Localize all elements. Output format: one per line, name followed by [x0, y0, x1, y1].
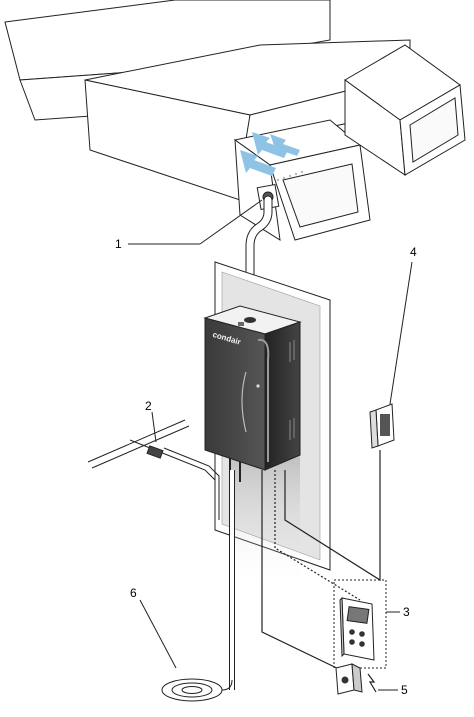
callout-4: 4 — [410, 245, 417, 259]
unit-side — [264, 321, 301, 471]
humidistat-display — [380, 414, 390, 436]
callout-6: 6 — [130, 586, 137, 600]
duct-branch-end-inner — [409, 97, 459, 163]
controller-button-icon — [349, 639, 355, 645]
water-valve — [146, 445, 164, 459]
power-switch — [335, 663, 377, 695]
airflow-arrow-icon — [270, 134, 300, 156]
leader-4 — [389, 261, 413, 405]
control-wiring — [261, 450, 381, 673]
duct-open-end-inner — [282, 163, 359, 228]
airflow-arrows — [240, 132, 300, 176]
controller-button-icon — [359, 641, 365, 647]
controller-screen — [346, 606, 370, 624]
air-duct — [4, 0, 466, 241]
unit-steam-outlet — [244, 317, 256, 323]
steam-hose — [245, 184, 280, 325]
airflow-arrow-icon — [240, 150, 276, 176]
controller-device — [333, 579, 387, 669]
leader-6 — [139, 599, 177, 669]
unit-edge-highlight — [257, 338, 270, 462]
switch-knob — [341, 676, 349, 684]
leader-2 — [151, 411, 157, 443]
controller-button-icon — [359, 631, 365, 637]
humidifier-unit — [203, 305, 302, 482]
controller-button-icon — [349, 629, 355, 635]
unit-vents — [289, 340, 295, 440]
callout-3: 3 — [403, 605, 410, 619]
drain-line — [161, 470, 235, 702]
callout-1: 1 — [115, 237, 122, 251]
unit-door-handle — [241, 371, 247, 433]
water-supply — [87, 419, 220, 520]
leader-1b — [199, 199, 263, 245]
callout-2: 2 — [145, 399, 152, 413]
callout-5: 5 — [401, 683, 408, 697]
steam-distributor-dots — [276, 170, 304, 182]
airflow-arrow-icon — [252, 132, 288, 158]
humidistat-device — [369, 403, 395, 449]
lightning-icon — [367, 673, 377, 693]
